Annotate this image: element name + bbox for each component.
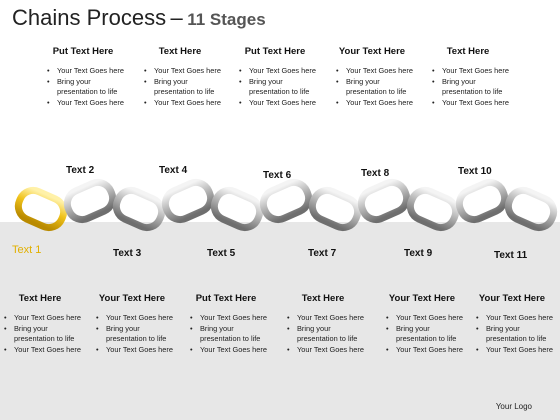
bottom-text-block-4[interactable]: Text Here Your Text Goes here Bring your… (275, 293, 371, 356)
bullet-item: Bring your presentation to life (96, 324, 180, 343)
stage-label-9: Text 9 (404, 248, 433, 259)
bullet-item: Bring your presentation to life (190, 324, 274, 343)
chain-graphic (14, 178, 558, 232)
block-heading: Text Here (446, 46, 490, 57)
bullet-item: Your Text Goes here (336, 98, 420, 108)
stage-label-3: Text 3 (113, 248, 142, 259)
stage-label-2: Text 2 (66, 165, 95, 176)
chain-link (63, 178, 117, 224)
block-heading: Text Here (301, 293, 345, 304)
bullet-item: Your Text Goes here (190, 313, 274, 323)
bullet-item: Your Text Goes here (476, 345, 560, 355)
bullet-item: Bring your presentation to life (476, 324, 560, 343)
block-heading: Put Text Here (52, 46, 114, 57)
bottom-text-block-2[interactable]: Your Text Here Your Text Goes here Bring… (84, 293, 180, 356)
bullet-item: Bring your presentation to life (4, 324, 88, 343)
chain-link (455, 178, 509, 224)
title-accent: 11 Stages (187, 10, 266, 29)
bullet-list: Your Text Goes here Bring your presentat… (144, 66, 228, 107)
bullet-list: Your Text Goes here Bring your presentat… (287, 313, 371, 354)
block-heading: Your Text Here (478, 293, 546, 304)
stage-label-8: Text 8 (361, 168, 390, 179)
bullet-item: Your Text Goes here (144, 98, 228, 108)
bullet-list: Your Text Goes here Bring your presentat… (47, 66, 131, 107)
bottom-text-block-3[interactable]: Put Text Here Your Text Goes here Bring … (178, 293, 274, 356)
bullet-item: Your Text Goes here (96, 345, 180, 355)
chain-link (259, 178, 313, 224)
bullet-item: Bring your presentation to life (336, 77, 420, 96)
bullet-item: Your Text Goes here (47, 98, 131, 108)
bullet-list: Your Text Goes here Bring your presentat… (96, 313, 180, 354)
stage-label-7: Text 7 (308, 248, 337, 259)
block-heading: Your Text Here (98, 293, 166, 304)
bullet-list: Your Text Goes here Bring your presentat… (4, 313, 88, 354)
block-heading: Your Text Here (388, 293, 456, 304)
stage-label-4: Text 4 (159, 165, 188, 176)
bullet-item: Your Text Goes here (287, 313, 371, 323)
chain-link (210, 186, 264, 232)
title-main: Chains Process (12, 5, 167, 30)
bullet-item: Your Text Goes here (432, 66, 516, 76)
stage-label-1: Text 1 (12, 244, 42, 256)
bullet-item: Your Text Goes here (4, 313, 88, 323)
slide-title: Chains Process – 11 Stages (12, 5, 266, 31)
bullet-list: Your Text Goes here Bring your presentat… (432, 66, 516, 107)
stage-label-11: Text 11 (494, 250, 528, 261)
block-heading: Put Text Here (195, 293, 257, 304)
stage-label-10: Text 10 (458, 166, 492, 177)
chain-link (406, 186, 460, 232)
block-heading: Your Text Here (338, 46, 406, 57)
chain-link (112, 186, 166, 232)
bottom-text-block-1[interactable]: Text Here Your Text Goes here Bring your… (0, 293, 88, 356)
bullet-item: Your Text Goes here (190, 345, 274, 355)
chain-link (504, 186, 558, 232)
bullet-item: Bring your presentation to life (432, 77, 516, 96)
stage-label-5: Text 5 (207, 248, 236, 259)
bullet-item: Bring your presentation to life (239, 77, 323, 96)
bullet-item: Your Text Goes here (4, 345, 88, 355)
bullet-item: Your Text Goes here (287, 345, 371, 355)
bullet-item: Bring your presentation to life (386, 324, 470, 343)
bullet-item: Your Text Goes here (386, 345, 470, 355)
bullet-item: Your Text Goes here (386, 313, 470, 323)
title-dash: – (170, 5, 183, 30)
bullet-item: Your Text Goes here (239, 98, 323, 108)
bullet-item: Bring your presentation to life (144, 77, 228, 96)
gold-chain-link (14, 186, 68, 232)
block-heading: Text Here (18, 293, 62, 304)
bullet-item: Your Text Goes here (144, 66, 228, 76)
top-text-block-1[interactable]: Put Text Here Your Text Goes here Bring … (35, 46, 131, 109)
bullet-item: Your Text Goes here (476, 313, 560, 323)
chain-link (161, 178, 215, 224)
top-text-block-4[interactable]: Your Text Here Your Text Goes here Bring… (324, 46, 420, 109)
bullet-item: Your Text Goes here (96, 313, 180, 323)
bullet-list: Your Text Goes here Bring your presentat… (386, 313, 470, 354)
bullet-item: Your Text Goes here (47, 66, 131, 76)
chain-link (308, 186, 362, 232)
bottom-text-block-6[interactable]: Your Text Here Your Text Goes here Bring… (464, 293, 560, 356)
bullet-item: Bring your presentation to life (47, 77, 131, 96)
top-text-block-3[interactable]: Put Text Here Your Text Goes here Bring … (227, 46, 323, 109)
bullet-list: Your Text Goes here Bring your presentat… (476, 313, 560, 354)
bullet-item: Bring your presentation to life (287, 324, 371, 343)
bullet-item: Your Text Goes here (432, 98, 516, 108)
bullet-item: Your Text Goes here (336, 66, 420, 76)
footer-logo-text: Your Logo (495, 402, 532, 411)
top-text-block-5[interactable]: Text Here Your Text Goes here Bring your… (420, 46, 516, 109)
bottom-text-block-5[interactable]: Your Text Here Your Text Goes here Bring… (374, 293, 470, 356)
top-text-block-2[interactable]: Text Here Your Text Goes here Bring your… (132, 46, 228, 109)
block-heading: Put Text Here (244, 46, 306, 57)
chain-link (357, 178, 411, 224)
bullet-list: Your Text Goes here Bring your presentat… (336, 66, 420, 107)
bullet-list: Your Text Goes here Bring your presentat… (239, 66, 323, 107)
block-heading: Text Here (158, 46, 202, 57)
stage-label-6: Text 6 (263, 170, 292, 181)
bullet-item: Your Text Goes here (239, 66, 323, 76)
bullet-list: Your Text Goes here Bring your presentat… (190, 313, 274, 354)
